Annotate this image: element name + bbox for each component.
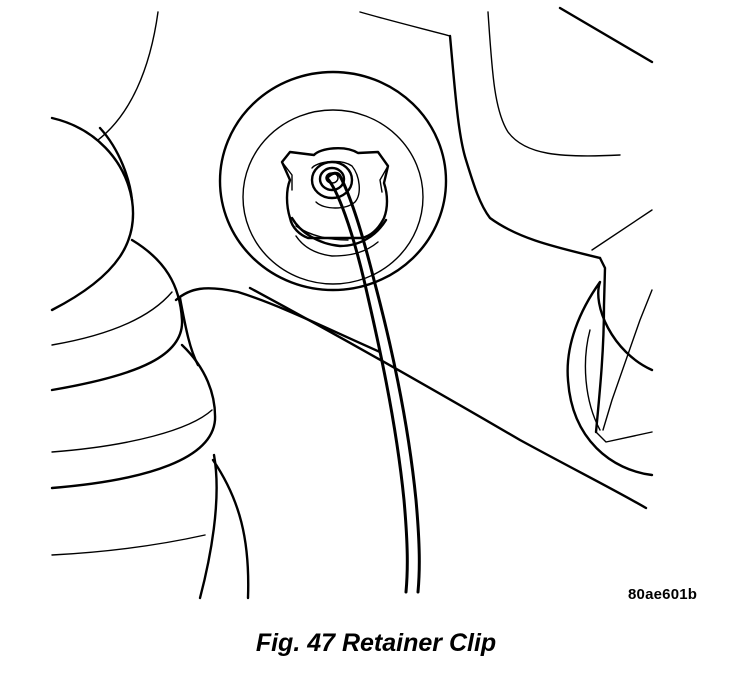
top-housing-edge: [359, 11, 451, 37]
left-cylinder-ring-4: [51, 291, 173, 346]
left-cylinder-bottom-edge: [51, 534, 206, 556]
clip-tab-left: [281, 161, 293, 191]
upper-left-housing-contour: [97, 11, 159, 141]
left-cylinder-ring-6: [51, 409, 213, 453]
left-cylinder-ring-3: [50, 238, 184, 392]
left-cylinder-ring-2: [98, 126, 134, 202]
right-bracket-flange: [595, 431, 653, 443]
figure-code: 80ae601b: [628, 586, 698, 603]
clip-lower-band-inner: [295, 225, 349, 241]
right-bracket-outer: [594, 256, 607, 434]
right-bracket-top: [591, 209, 653, 251]
left-cylinder-base: [198, 453, 218, 600]
housing-plate-lower-edge: [178, 296, 200, 367]
left-cylinder-ring-7: [211, 458, 250, 600]
right-bracket-slope: [602, 289, 653, 431]
hook-tool-left-edge: [325, 176, 409, 594]
clip-body-outline: [280, 147, 390, 240]
clip-tab-right: [379, 165, 389, 193]
clip-grommet-inner: [318, 166, 346, 192]
figure-caption: Fig. 47 Retainer Clip: [255, 629, 497, 657]
left-cylinder-ring-1: [50, 116, 135, 312]
diagonal-rail: [558, 6, 654, 64]
right-round-part-inner: [584, 329, 601, 431]
upper-right-housing-outline: [448, 34, 602, 260]
hook-tool-tip: [325, 171, 342, 180]
clip-bezel-inner: [242, 109, 424, 285]
right-round-part-outer: [566, 280, 654, 477]
housing-plate-top-edge: [174, 287, 382, 354]
clip-grommet-outer: [310, 160, 354, 200]
left-cylinder-ring-5: [50, 343, 217, 490]
clip-bezel-outer: [218, 70, 448, 292]
upper-right-housing-inner: [487, 11, 621, 157]
housing-plate-diagonal: [248, 286, 648, 510]
hook-tool-right-edge: [338, 174, 421, 594]
